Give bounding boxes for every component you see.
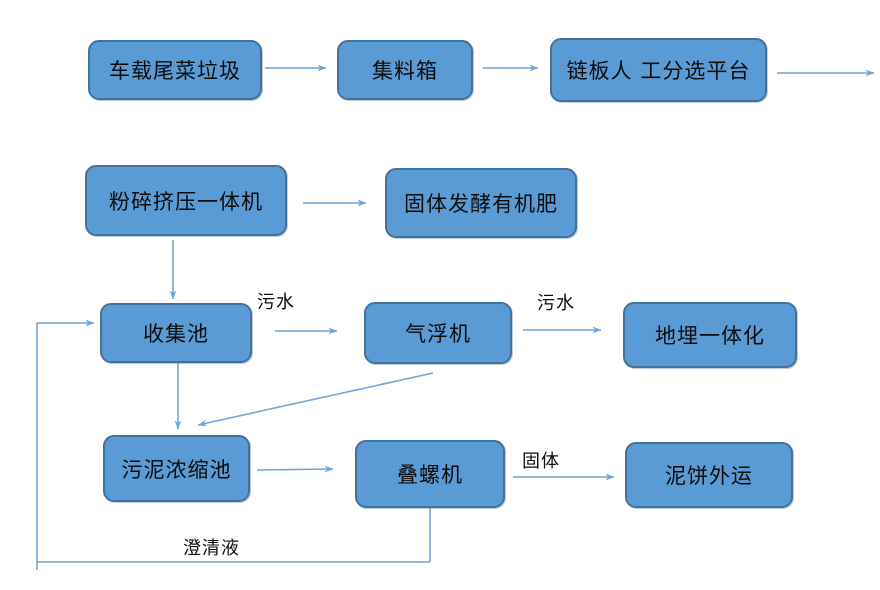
node-sorting-platform: 链板人 工分选平台 [550, 38, 767, 102]
node-buried-integration: 地埋一体化 [623, 302, 797, 368]
node-screw-press: 叠螺机 [355, 440, 505, 508]
node-solid-fermentation: 固体发酵有机肥 [385, 168, 577, 238]
node-crusher-press: 粉碎挤压一体机 [85, 165, 287, 236]
node-collection-box: 集料箱 [337, 40, 473, 100]
arrow-sludge-pool-to-screw-press [256, 465, 334, 473]
edge-label-sewage-1: 污水 [257, 292, 295, 313]
node-air-flotation: 气浮机 [364, 302, 512, 364]
node-mud-cake: 泥饼外运 [625, 442, 793, 508]
edge-label-solid: 固体 [522, 451, 560, 472]
node-sludge-thickening: 污泥浓缩池 [103, 435, 250, 502]
arrow-air-flotation-to-sludge-pool-diagonal [197, 372, 434, 427]
edge-label-sewage-2: 污水 [537, 293, 575, 314]
node-truck-waste: 车载尾菜垃圾 [88, 40, 262, 100]
node-collection-pool: 收集池 [100, 303, 252, 363]
edge-label-clarified-liquid: 澄清液 [183, 538, 240, 559]
